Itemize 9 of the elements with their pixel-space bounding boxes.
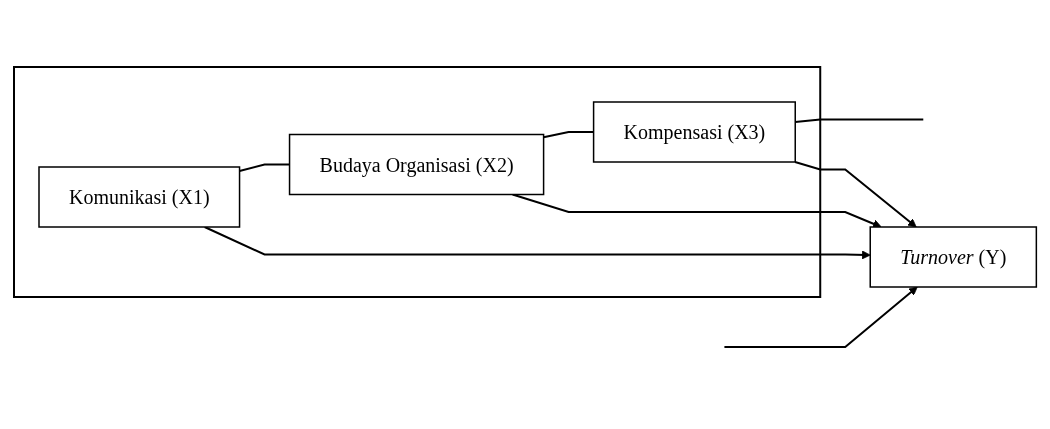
arrow bbox=[203, 226, 871, 260]
node-box: Turnover (Y) bbox=[869, 226, 1037, 288]
arrow bbox=[511, 193, 882, 228]
node-box: Budaya Organisasi (X2) bbox=[288, 133, 545, 196]
node-box: Kompensasi (X3) bbox=[592, 101, 796, 163]
node-box: Komunikasi (X1) bbox=[38, 166, 241, 228]
arrow bbox=[793, 161, 917, 228]
cluster bbox=[12, 66, 822, 298]
arrow bbox=[723, 286, 918, 348]
